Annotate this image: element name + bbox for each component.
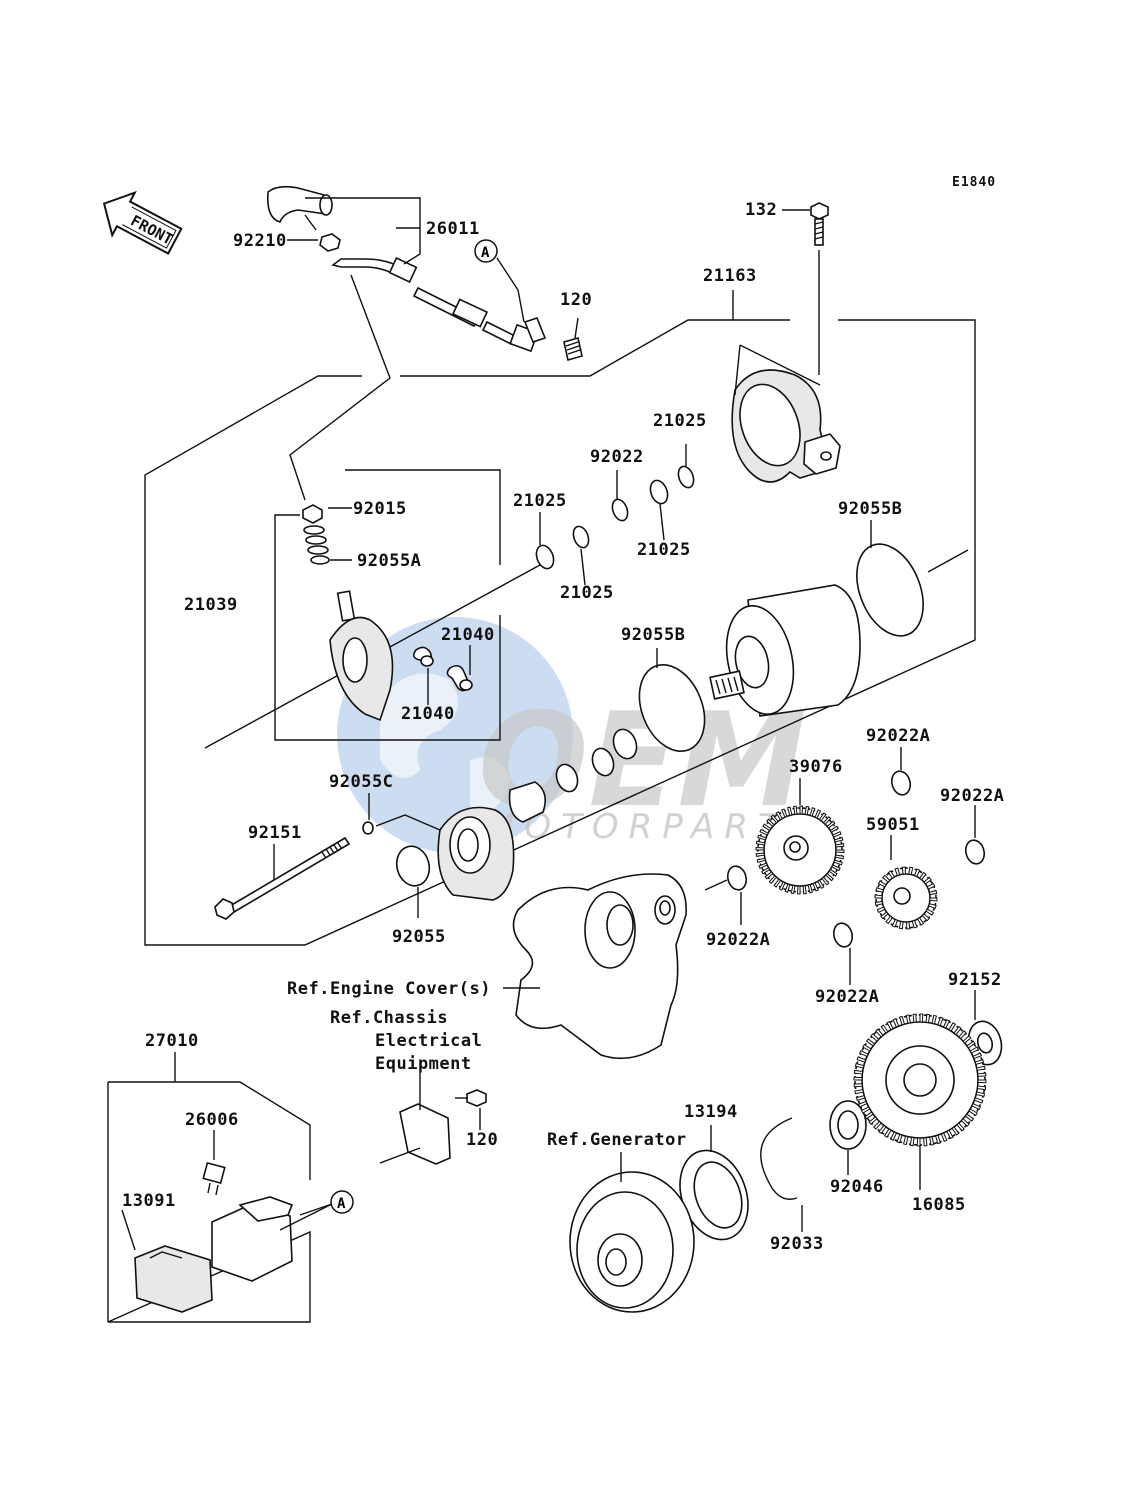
label-132: 132	[745, 200, 777, 220]
circlip-92033	[760, 1117, 798, 1200]
label-92055b-mid: 92055B	[621, 625, 685, 645]
label-21040-a: 21040	[441, 625, 495, 645]
one-way-clutch-13194	[679, 1125, 749, 1241]
label-ref-generator: Ref.Generator	[547, 1130, 687, 1150]
label-21025-d: 21025	[560, 583, 614, 603]
label-92055b-right: 92055B	[838, 499, 902, 519]
o-ring-92055c	[362, 821, 374, 835]
front-arrow-icon: FRONT	[102, 190, 183, 255]
label-ref-engine-cover: Ref.Engine Cover(s)	[287, 979, 491, 999]
label-92022a-4: 92022A	[815, 987, 879, 1007]
washers-21025-92022	[535, 444, 695, 586]
label-ref-chassis-2: Electrical	[375, 1031, 482, 1051]
label-13194: 13194	[684, 1102, 738, 1122]
label-92055c: 92055C	[329, 772, 393, 792]
part-labels: 92210 26011 132 21163 120 21025 92022 92…	[122, 200, 1004, 1254]
label-26011: 26011	[426, 219, 480, 239]
label-21025-c: 21025	[637, 540, 691, 560]
starter-gear-16085	[854, 1014, 986, 1190]
label-16085: 16085	[912, 1195, 966, 1215]
engine-cover-ref	[503, 873, 687, 1060]
label-13091: 13091	[122, 1191, 176, 1211]
washer-92022a-1	[890, 770, 912, 796]
svg-text:A: A	[337, 1196, 346, 1212]
starter-cable	[266, 185, 547, 353]
label-21163: 21163	[703, 266, 757, 286]
label-ref-chassis-3: Equipment	[375, 1054, 472, 1074]
label-21039: 21039	[184, 595, 238, 615]
label-92022: 92022	[590, 447, 644, 467]
label-92015: 92015	[353, 499, 407, 519]
label-92033: 92033	[770, 1234, 824, 1254]
needle-bearing-92046	[829, 1100, 867, 1175]
front-washers	[508, 728, 638, 823]
starter-end-cover	[731, 344, 841, 483]
label-92022a-3: 92022A	[706, 930, 770, 950]
label-92022a-2: 92022A	[940, 786, 1004, 806]
brush-holder-21039	[302, 504, 394, 722]
chassis-bracket	[379, 1072, 487, 1165]
label-120-top: 120	[560, 290, 592, 310]
callout-a-bottom: A	[299, 1190, 354, 1216]
idle-gear-39076	[757, 778, 843, 893]
bolt-132	[782, 202, 829, 375]
gear-teeth-59051	[874, 866, 938, 930]
o-ring-92055b-mid	[638, 663, 706, 753]
label-92210: 92210	[233, 231, 287, 251]
watermark-globe-continents	[380, 673, 510, 812]
label-21040-b: 21040	[401, 704, 455, 724]
nut-92210	[319, 233, 341, 252]
svg-text:A: A	[481, 245, 490, 261]
label-92151: 92151	[248, 823, 302, 843]
label-21025-a: 21025	[653, 411, 707, 431]
starter-relay	[211, 1196, 341, 1282]
label-21025-b: 21025	[513, 491, 567, 511]
bolt-120-top	[563, 317, 583, 362]
brush-springs-21040	[412, 645, 473, 705]
washer-92022a-3	[726, 865, 748, 891]
label-92055: 92055	[392, 927, 446, 947]
bolt-92151	[214, 836, 351, 920]
o-ring-92055	[395, 845, 431, 887]
fuse-26006	[202, 1130, 226, 1196]
gear-teeth-39076	[755, 805, 845, 895]
label-92055a: 92055A	[357, 551, 421, 571]
label-92046: 92046	[830, 1177, 884, 1197]
washer-92022a-4	[832, 922, 854, 948]
diagram-code: E1840	[952, 175, 996, 190]
starter-motor-body	[709, 584, 861, 717]
gear-59051	[875, 835, 937, 929]
label-26006: 26006	[185, 1110, 239, 1130]
leader-26011-a	[396, 227, 421, 265]
label-39076: 39076	[789, 757, 843, 777]
o-ring-92055b-right	[856, 543, 924, 637]
label-120-bottom: 120	[466, 1130, 498, 1150]
relay-cover-13091	[121, 1209, 213, 1313]
label-59051: 59051	[866, 815, 920, 835]
generator-rotor-ref	[569, 1152, 695, 1313]
callout-a-top: A	[474, 239, 525, 323]
leader-cable-to-terminal	[289, 274, 391, 501]
label-92022a-1: 92022A	[866, 726, 930, 746]
label-92152: 92152	[948, 970, 1002, 990]
label-ref-chassis-1: Ref.Chassis	[330, 1008, 448, 1028]
gear-teeth-16085	[853, 1013, 987, 1147]
label-27010: 27010	[145, 1031, 199, 1051]
starter-assembly-frame	[144, 290, 976, 946]
starter-front-cover	[437, 806, 515, 901]
leader-26011-b	[305, 197, 421, 228]
washer-92022a-2	[964, 839, 986, 865]
